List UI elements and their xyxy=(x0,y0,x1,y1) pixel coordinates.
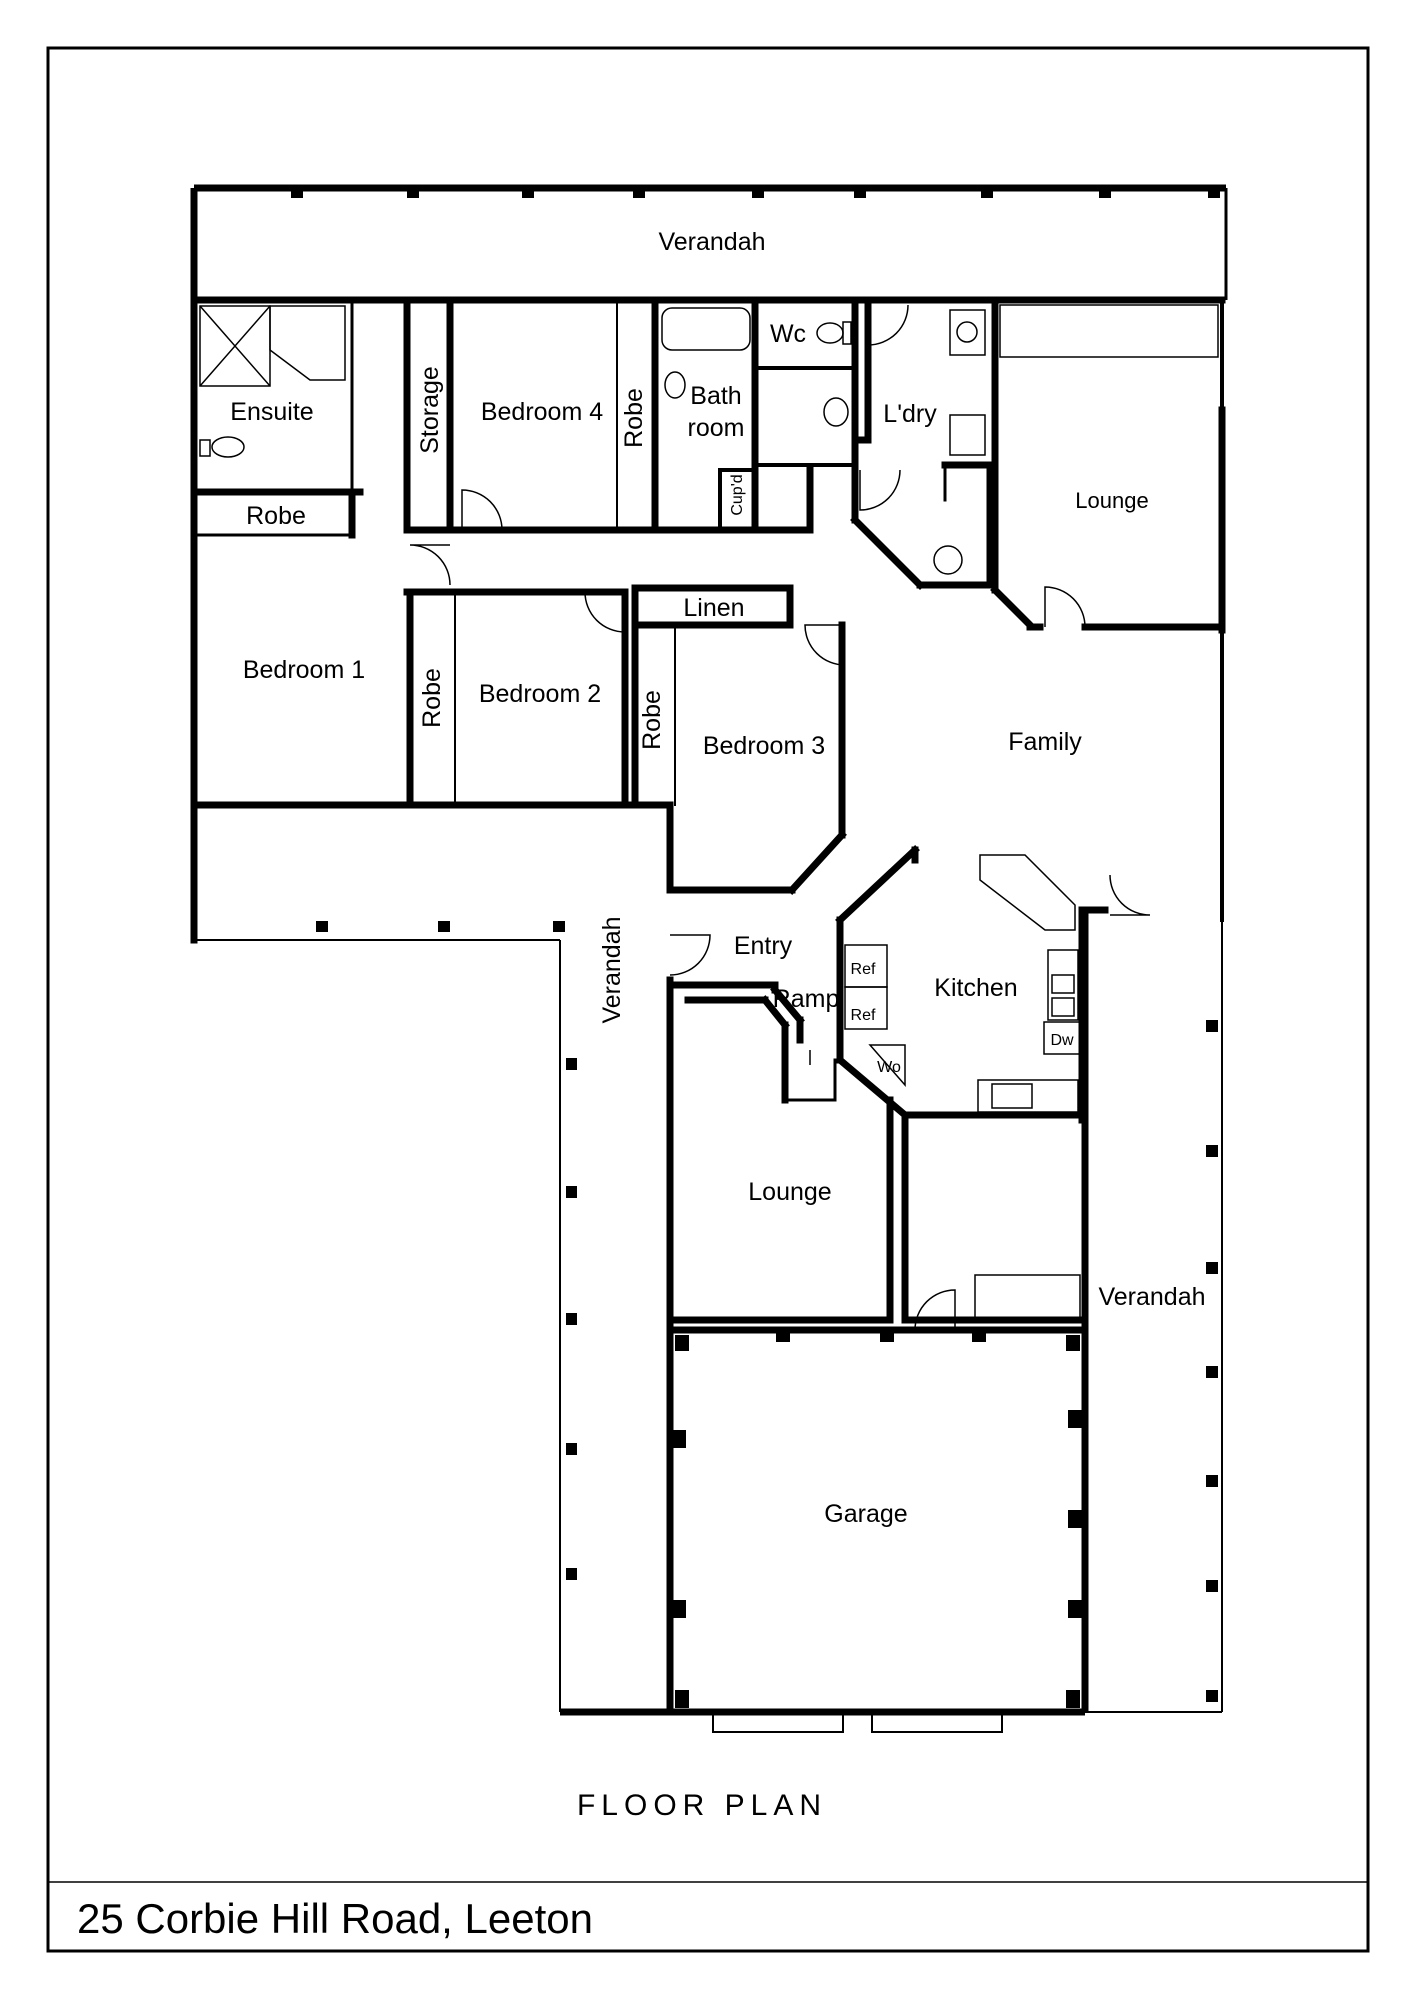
label-lounge-top: Lounge xyxy=(1075,488,1148,513)
label-bath: Bath xyxy=(690,382,741,410)
label-robe-b3: Robe xyxy=(638,690,666,750)
label-storage: Storage xyxy=(416,366,444,454)
label-robe-ensuite: Robe xyxy=(246,502,306,530)
label-lounge-bottom: Lounge xyxy=(748,1178,831,1206)
label-bedroom3: Bedroom 3 xyxy=(703,732,825,760)
label-ramp: Ramp xyxy=(773,985,840,1013)
house-walls xyxy=(190,296,1226,1324)
page-frame xyxy=(46,46,1370,1953)
label-garage: Garage xyxy=(824,1500,907,1528)
label-cupd: Cup'd xyxy=(729,474,746,515)
verandah-posts-left xyxy=(316,921,577,1580)
property-address: 25 Corbie Hill Road, Leeton xyxy=(77,1895,593,1942)
label-family: Family xyxy=(1008,728,1082,756)
label-entry: Entry xyxy=(734,932,793,960)
fixtures xyxy=(199,304,1219,1321)
label-bath-room: room xyxy=(688,414,745,442)
label-linen: Linen xyxy=(683,594,744,622)
verandah-right-structure xyxy=(1081,910,1223,1713)
label-robe-b2: Robe xyxy=(418,668,446,728)
label-wc: Wc xyxy=(770,320,806,348)
label-bedroom1: Bedroom 1 xyxy=(243,656,365,684)
label-bedroom2: Bedroom 2 xyxy=(479,680,601,708)
verandah-left-structure xyxy=(190,805,670,1716)
door-swings xyxy=(409,304,1151,1331)
garage-piers xyxy=(672,1330,1082,1708)
label-dw: Dw xyxy=(1050,1032,1074,1049)
label-ensuite: Ensuite xyxy=(230,398,313,426)
label-verandah-left: Verandah xyxy=(598,916,626,1023)
label-laundry: L'dry xyxy=(883,400,937,428)
label-robe-b4: Robe xyxy=(620,388,648,448)
label-ref-2: Ref xyxy=(851,1007,876,1024)
verandah-posts-top xyxy=(291,188,1220,198)
label-verandah-top: Verandah xyxy=(658,228,765,256)
verandah-top-structure xyxy=(190,184,1228,300)
label-verandah-right: Verandah xyxy=(1098,1283,1205,1311)
label-wo: Wo xyxy=(877,1059,901,1076)
verandah-posts-right xyxy=(1206,1020,1218,1702)
label-kitchen: Kitchen xyxy=(934,974,1017,1002)
floor-plan-caption: FLOOR PLAN xyxy=(577,1789,827,1822)
label-ref-1: Ref xyxy=(851,961,876,978)
label-bedroom4: Bedroom 4 xyxy=(481,398,603,426)
